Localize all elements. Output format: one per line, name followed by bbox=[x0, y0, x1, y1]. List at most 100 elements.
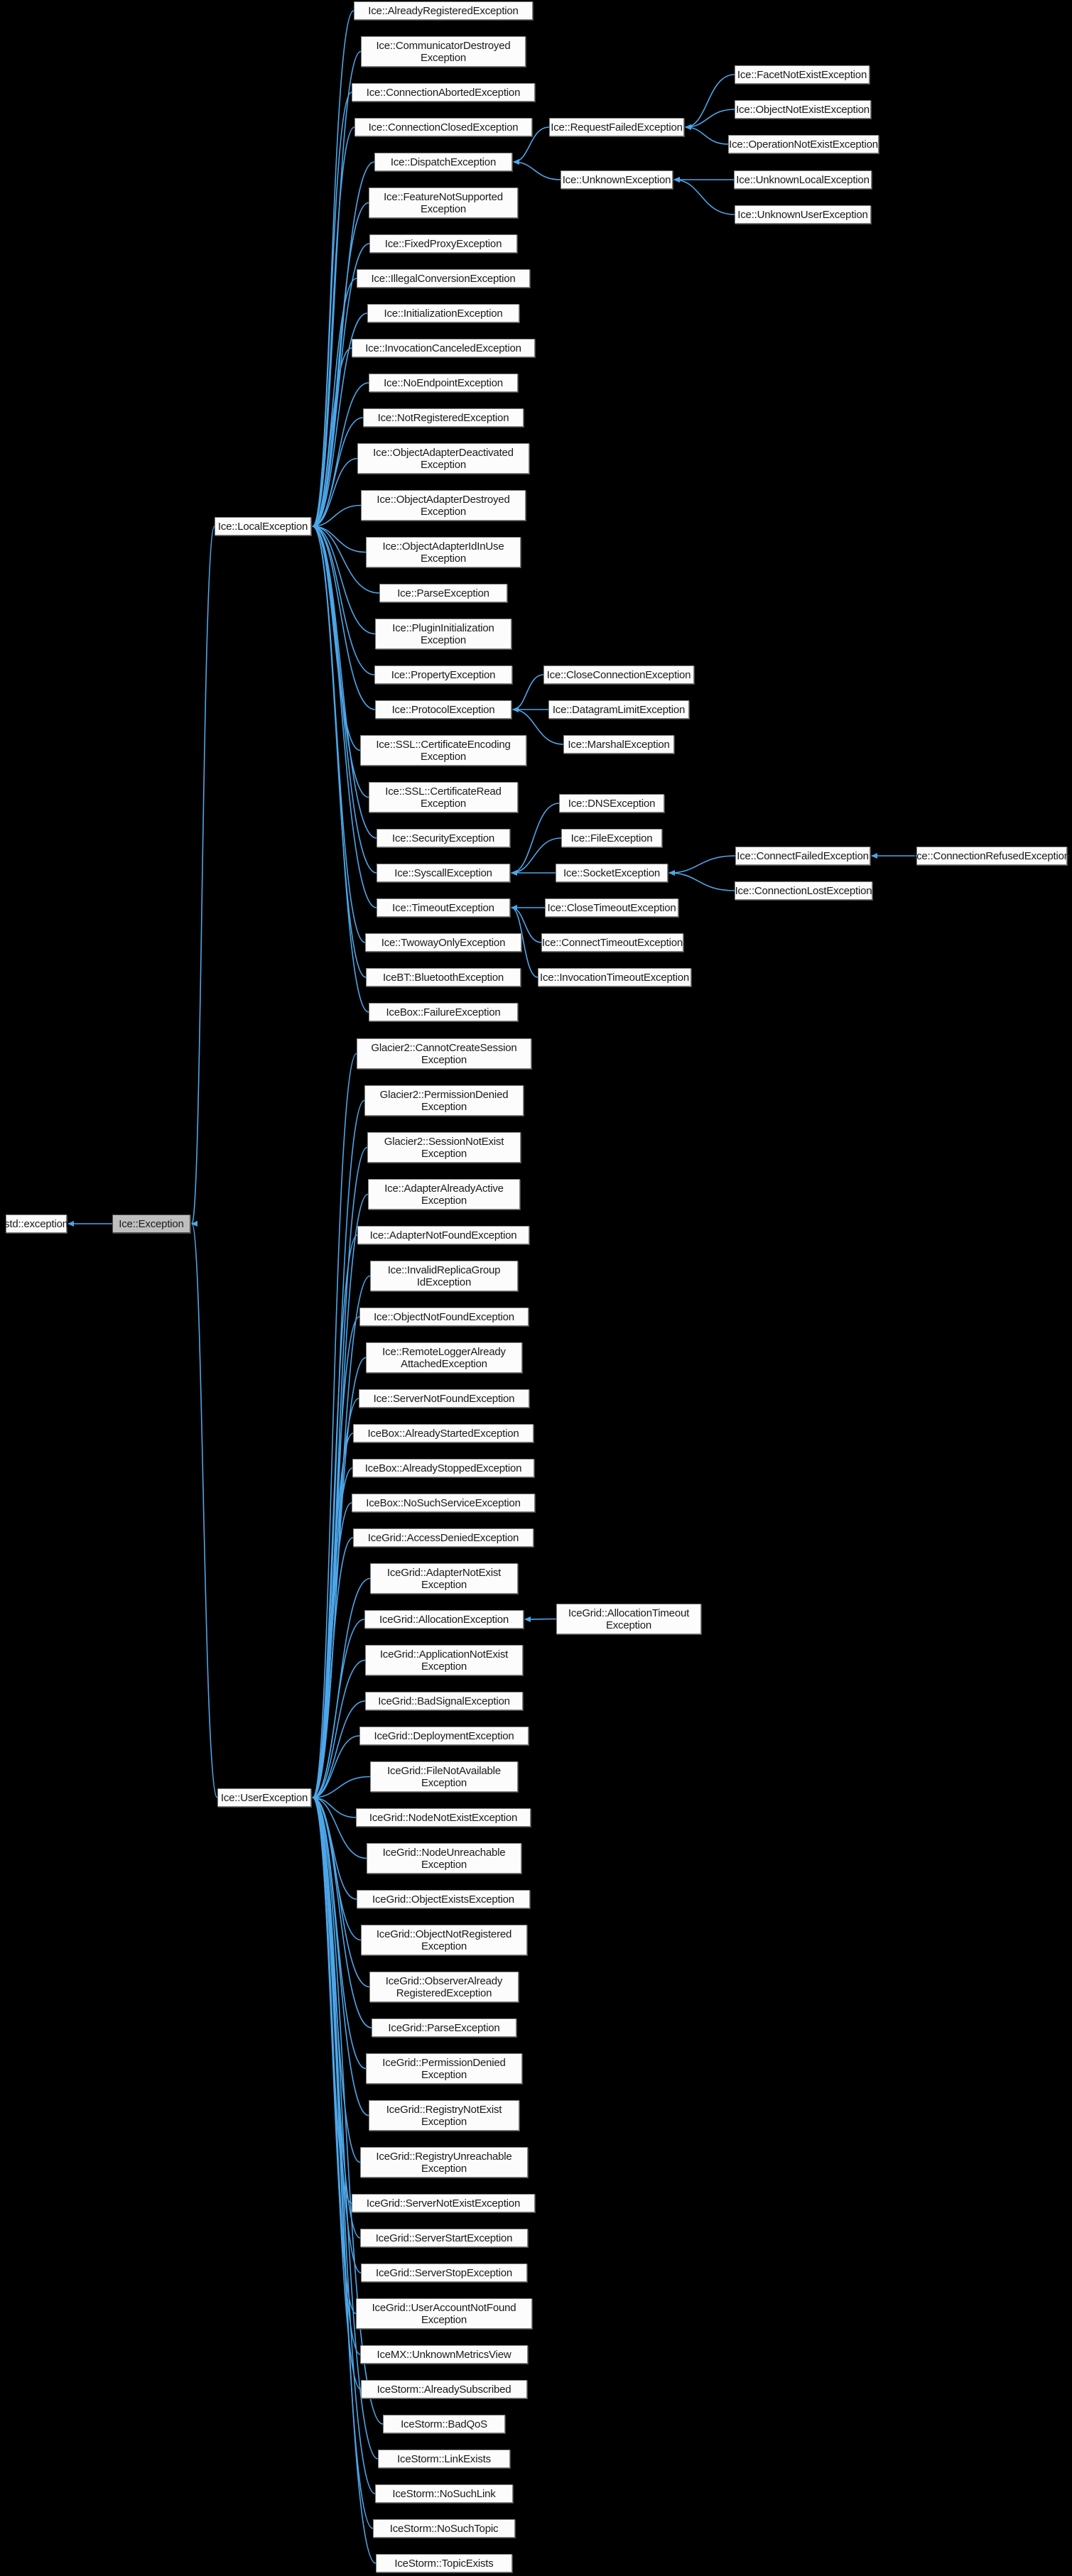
graph-node-Ice_InvocationCanceledException[interactable]: Ice::InvocationCanceledException bbox=[352, 339, 535, 357]
graph-node-Ice_ServerNotFoundException[interactable]: Ice::ServerNotFoundException bbox=[359, 1389, 529, 1408]
graph-node-Ice_ConnectTimeoutException[interactable]: Ice::ConnectTimeoutException bbox=[541, 933, 683, 952]
graph-node-IceBox_NoSuchServiceException[interactable]: IceBox::NoSuchServiceException bbox=[352, 1494, 535, 1512]
edge-Ice_SSL_CertificateEncodingException-to-Ice_LocalException bbox=[312, 523, 361, 751]
graph-node-Ice_MarshalException[interactable]: Ice::MarshalException bbox=[563, 735, 674, 754]
graph-node-Ice_AlreadyRegisteredException[interactable]: Ice::AlreadyRegisteredException bbox=[354, 1, 533, 20]
graph-node-IceGrid_ApplicationNotExistException[interactable]: IceGrid::ApplicationNotExist Exception bbox=[365, 1645, 523, 1675]
graph-node-IceMX_UnknownMetricsView[interactable]: IceMX::UnknownMetricsView bbox=[360, 2345, 528, 2364]
graph-node-Ice_InitializationException[interactable]: Ice::InitializationException bbox=[367, 304, 519, 322]
graph-node-Ice_ConnectionRefusedException[interactable]: Ice::ConnectionRefusedException bbox=[914, 847, 1070, 865]
graph-node-Ice_CloseTimeoutException[interactable]: Ice::CloseTimeoutException bbox=[545, 898, 678, 917]
graph-node-Ice_NotRegisteredException[interactable]: Ice::NotRegisteredException bbox=[363, 408, 524, 427]
graph-node-Glacier2_PermissionDeniedException[interactable]: Glacier2::PermissionDenied Exception bbox=[364, 1085, 524, 1116]
graph-node-Ice_ObjectNotFoundException[interactable]: Ice::ObjectNotFoundException bbox=[359, 1308, 529, 1326]
graph-node-Ice_UnknownLocalException[interactable]: Ice::UnknownLocalException bbox=[734, 170, 872, 189]
graph-node-IceGrid_FileNotAvailableException[interactable]: IceGrid::FileNotAvailable Exception bbox=[370, 1761, 518, 1792]
graph-node-Ice_ConnectionLostException[interactable]: Ice::ConnectionLostException bbox=[735, 881, 872, 900]
graph-node-IceGrid_AllocationException[interactable]: IceGrid::AllocationException bbox=[364, 1610, 524, 1629]
graph-node-IceStorm_AlreadySubscribed[interactable]: IceStorm::AlreadySubscribed bbox=[361, 2380, 527, 2398]
graph-node-Ice_ConnectionAbortedException[interactable]: Ice::ConnectionAbortedException bbox=[352, 83, 535, 102]
graph-node-IceGrid_AccessDeniedException[interactable]: IceGrid::AccessDeniedException bbox=[353, 1528, 534, 1547]
graph-node-IceGrid_AdapterNotExistException[interactable]: IceGrid::AdapterNotExist Exception bbox=[370, 1563, 518, 1594]
graph-node-IceBox_AlreadyStoppedException[interactable]: IceBox::AlreadyStoppedException bbox=[352, 1459, 534, 1477]
graph-node-IceStorm_NoSuchTopic[interactable]: IceStorm::NoSuchTopic bbox=[373, 2519, 515, 2538]
graph-node-IceStorm_NoSuchLink[interactable]: IceStorm::NoSuchLink bbox=[375, 2484, 513, 2503]
graph-node-Ice_ObjectAdapterIdInUseException[interactable]: Ice::ObjectAdapterIdInUse Exception bbox=[366, 537, 521, 567]
graph-node-IceStorm_TopicExists[interactable]: IceStorm::TopicExists bbox=[376, 2554, 512, 2572]
graph-node-Ice_CloseConnectionException[interactable]: Ice::CloseConnectionException bbox=[543, 665, 694, 684]
graph-node-Ice_SocketException[interactable]: Ice::SocketException bbox=[556, 864, 668, 882]
graph-node-Ice_ObjectNotExistException[interactable]: Ice::ObjectNotExistException bbox=[735, 100, 871, 119]
graph-node-Ice_SyscallException[interactable]: Ice::SyscallException bbox=[377, 864, 510, 882]
graph-node-Ice_Exception[interactable]: Ice::Exception bbox=[112, 1214, 190, 1233]
graph-node-Ice_UnknownUserException[interactable]: Ice::UnknownUserException bbox=[735, 205, 871, 224]
edge-IceStorm_TopicExists-to-Ice_UserException bbox=[312, 1795, 377, 2564]
graph-node-Ice_InvalidReplicaGroupIdException[interactable]: Ice::InvalidReplicaGroup IdException bbox=[370, 1261, 518, 1291]
graph-node-Ice_TwowayOnlyException[interactable]: Ice::TwowayOnlyException bbox=[365, 933, 521, 952]
graph-node-Ice_RequestFailedException[interactable]: Ice::RequestFailedException bbox=[549, 118, 684, 136]
graph-node-Ice_LocalException[interactable]: Ice::LocalException bbox=[215, 517, 311, 536]
graph-node-IceGrid_ServerStartException[interactable]: IceGrid::ServerStartException bbox=[360, 2229, 528, 2247]
graph-node-Glacier2_CannotCreateSessionException[interactable]: Glacier2::CannotCreateSession Exception bbox=[357, 1038, 531, 1069]
graph-node-Ice_UserException[interactable]: Ice::UserException bbox=[217, 1788, 311, 1807]
graph-node-IceStorm_BadQoS[interactable]: IceStorm::BadQoS bbox=[383, 2415, 505, 2433]
edge-IceGrid_ApplicationNotExistException-to-Ice_UserException bbox=[312, 1659, 366, 1800]
graph-node-Ice_IllegalConversionException[interactable]: Ice::IllegalConversionException bbox=[357, 269, 530, 288]
graph-node-IceGrid_BadSignalException[interactable]: IceGrid::BadSignalException bbox=[365, 1692, 523, 1710]
graph-node-IceGrid_ObserverAlreadyRegisteredException[interactable]: IceGrid::ObserverAlready RegisteredExcep… bbox=[369, 1972, 519, 2002]
graph-node-Ice_DispatchException[interactable]: Ice::DispatchException bbox=[374, 153, 512, 171]
edge-IceGrid_DeploymentException-to-Ice_UserException bbox=[312, 1735, 360, 1800]
graph-node-Glacier2_SessionNotExistException[interactable]: Glacier2::SessionNotExist Exception bbox=[367, 1132, 521, 1163]
graph-node-std_exception[interactable]: std::exception bbox=[4, 1214, 68, 1233]
graph-node-Ice_FixedProxyException[interactable]: Ice::FixedProxyException bbox=[369, 234, 517, 253]
graph-node-IceGrid_AllocationTimeoutException[interactable]: IceGrid::AllocationTimeout Exception bbox=[556, 1604, 701, 1634]
graph-node-IceGrid_ServerStopException[interactable]: IceGrid::ServerStopException bbox=[361, 2263, 527, 2282]
graph-node-Ice_ParseException[interactable]: Ice::ParseException bbox=[379, 584, 507, 602]
graph-node-Ice_AdapterNotFoundException[interactable]: Ice::AdapterNotFoundException bbox=[357, 1226, 529, 1244]
graph-node-Ice_ConnectFailedException[interactable]: Ice::ConnectFailedException bbox=[735, 847, 870, 865]
graph-node-Ice_OperationNotExistException[interactable]: Ice::OperationNotExistException bbox=[728, 135, 879, 153]
edge-IceGrid_NodeUnreachableException-to-Ice_UserException bbox=[312, 1795, 367, 1859]
graph-node-IceGrid_ServerNotExistException[interactable]: IceGrid::ServerNotExistException bbox=[352, 2194, 535, 2212]
graph-node-Ice_ObjectAdapterDestroyedException[interactable]: Ice::ObjectAdapterDestroyed Exception bbox=[361, 490, 526, 521]
graph-node-IceBox_FailureException[interactable]: IceBox::FailureException bbox=[369, 1003, 518, 1021]
graph-node-Ice_RemoteLoggerAlreadyAttachedException[interactable]: Ice::RemoteLoggerAlready AttachedExcepti… bbox=[366, 1342, 522, 1373]
graph-node-IceGrid_RegistryUnreachableException[interactable]: IceGrid::RegistryUnreachable Exception bbox=[360, 2147, 528, 2178]
graph-node-IceGrid_ObjectExistsException[interactable]: IceGrid::ObjectExistsException bbox=[357, 1890, 530, 1908]
graph-node-Ice_SSL_CertificateEncodingException[interactable]: Ice::SSL::CertificateEncoding Exception bbox=[360, 735, 526, 766]
graph-node-Ice_UnknownException[interactable]: Ice::UnknownException bbox=[561, 170, 673, 189]
graph-node-Ice_FileException[interactable]: Ice::FileException bbox=[561, 829, 662, 847]
graph-node-IceStorm_LinkExists[interactable]: IceStorm::LinkExists bbox=[378, 2450, 510, 2468]
graph-node-Ice_DatagramLimitException[interactable]: Ice::DatagramLimitException bbox=[548, 700, 689, 719]
graph-node-Ice_FacetNotExistException[interactable]: Ice::FacetNotExistException bbox=[735, 65, 870, 84]
graph-node-Ice_PropertyException[interactable]: Ice::PropertyException bbox=[374, 665, 512, 684]
graph-node-IceGrid_RegistryNotExistException[interactable]: IceGrid::RegistryNotExist Exception bbox=[369, 2100, 519, 2131]
graph-node-Ice_ProtocolException[interactable]: Ice::ProtocolException bbox=[375, 700, 511, 719]
edge-IceGrid_AllocationTimeoutException-to-IceGrid_AllocationException bbox=[524, 1616, 557, 1622]
graph-node-IceGrid_NodeNotExistException[interactable]: IceGrid::NodeNotExistException bbox=[356, 1808, 531, 1827]
graph-node-Ice_ConnectionClosedException[interactable]: Ice::ConnectionClosedException bbox=[354, 118, 532, 136]
graph-node-Ice_NoEndpointException[interactable]: Ice::NoEndpointException bbox=[369, 374, 518, 392]
graph-node-Ice_InvocationTimeoutException[interactable]: Ice::InvocationTimeoutException bbox=[538, 968, 691, 987]
graph-node-Ice_ObjectAdapterDeactivatedException[interactable]: Ice::ObjectAdapterDeactivated Exception bbox=[357, 443, 529, 474]
graph-node-Ice_TimeoutException[interactable]: Ice::TimeoutException bbox=[377, 898, 510, 917]
edge-Ice_ConnectFailedException-to-Ice_SocketException bbox=[668, 855, 736, 876]
graph-node-IceBox_AlreadyStartedException[interactable]: IceBox::AlreadyStartedException bbox=[353, 1424, 534, 1442]
edge-Ice_ObjectAdapterDestroyedException-to-Ice_LocalException bbox=[312, 504, 362, 529]
graph-node-Ice_SSL_CertificateReadException[interactable]: Ice::SSL::CertificateRead Exception bbox=[369, 782, 518, 813]
graph-node-Ice_CommunicatorDestroyedException[interactable]: Ice::CommunicatorDestroyed Exception bbox=[361, 36, 526, 67]
graph-node-IceBT_BluetoothException[interactable]: IceBT::BluetoothException bbox=[366, 968, 521, 987]
graph-node-Ice_AdapterAlreadyActiveException[interactable]: Ice::AdapterAlreadyActive Exception bbox=[368, 1179, 520, 1210]
edge-Ice_ConnectionClosedException-to-Ice_LocalException bbox=[312, 126, 355, 529]
graph-node-IceGrid_NodeUnreachableException[interactable]: IceGrid::NodeUnreachable Exception bbox=[367, 1843, 521, 1874]
graph-node-Ice_SecurityException[interactable]: Ice::SecurityException bbox=[377, 829, 510, 847]
graph-node-IceGrid_ParseException[interactable]: IceGrid::ParseException bbox=[372, 2018, 516, 2037]
graph-node-Ice_FeatureNotSupportedException[interactable]: Ice::FeatureNotSupported Exception bbox=[369, 188, 518, 218]
graph-node-IceGrid_ObjectNotRegisteredException[interactable]: IceGrid::ObjectNotRegistered Exception bbox=[361, 1925, 527, 1955]
graph-node-Ice_DNSException[interactable]: Ice::DNSException bbox=[559, 794, 664, 813]
graph-node-IceGrid_UserAccountNotFoundException[interactable]: IceGrid::UserAccountNotFound Exception bbox=[356, 2298, 532, 2329]
graph-node-IceGrid_DeploymentException[interactable]: IceGrid::DeploymentException bbox=[359, 1727, 529, 1745]
graph-node-IceGrid_PermissionDeniedException[interactable]: IceGrid::PermissionDenied Exception bbox=[366, 2053, 522, 2084]
graph-node-Ice_PluginInitializationException[interactable]: Ice::PluginInitialization Exception bbox=[375, 619, 511, 649]
